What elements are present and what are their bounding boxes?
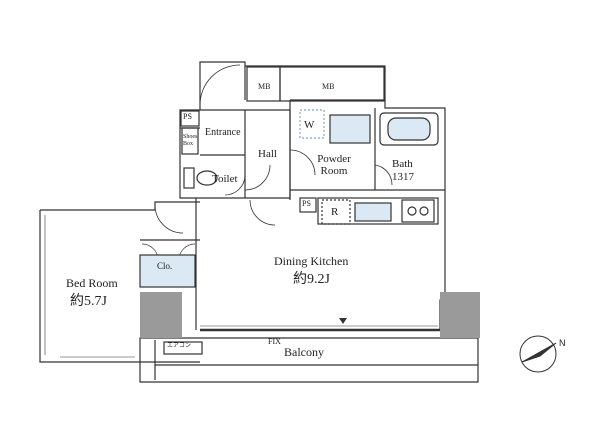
aircon-label: エアコン — [167, 343, 192, 349]
dk-door — [249, 199, 276, 226]
w-label: W — [304, 119, 315, 131]
fix-label: FIX — [268, 337, 281, 346]
pillar-right — [440, 292, 480, 338]
bath-door — [374, 164, 393, 186]
shoes-box — [181, 127, 199, 155]
ps-top-label: PS — [183, 112, 192, 121]
toilet-label: Toilet — [212, 173, 238, 185]
compass-north-label: N — [559, 338, 566, 348]
bath-size-label: 1317 — [392, 171, 414, 183]
outer-wall — [199, 61, 446, 331]
closet-label: Clo. — [157, 261, 173, 271]
balcony-outline — [139, 337, 479, 383]
bath-label: Bath — [392, 158, 413, 170]
powder-sink — [329, 114, 371, 144]
bathtub — [379, 112, 439, 146]
entrance-door — [199, 64, 241, 106]
marker-triangle — [339, 318, 347, 324]
fridge-space — [321, 199, 351, 225]
toilet-bowl — [196, 170, 218, 186]
ps-kitchen-box — [299, 197, 317, 213]
r-label: R — [331, 206, 339, 218]
balcony-label: Balcony — [284, 345, 324, 359]
entrance-label: Entrance — [205, 127, 241, 138]
hall-door — [244, 164, 271, 191]
ps-top-box — [180, 110, 200, 127]
hall-label: Hall — [258, 148, 277, 160]
closet-box — [139, 254, 196, 288]
kitchen-counter — [317, 197, 439, 225]
dining-kitchen-label: Dining Kitchen — [274, 254, 349, 268]
powder-door — [289, 149, 316, 176]
powder-room-label: Powder Room — [313, 153, 355, 177]
compass-rose — [519, 335, 557, 373]
stove — [401, 199, 435, 223]
mb-right-box — [279, 66, 385, 102]
ps-kitchen-label: PS — [302, 199, 311, 208]
powder-room-line1: Powder — [317, 153, 351, 165]
pillar-left — [140, 292, 182, 338]
aircon-box — [163, 341, 203, 355]
bedroom-door — [154, 204, 184, 234]
dining-kitchen-area: 約9.2J — [293, 272, 330, 287]
bed-room-area: 約5.7J — [70, 294, 107, 309]
mb-right-label: MB — [322, 82, 335, 91]
toilet-door — [224, 174, 246, 196]
powder-room-line2: Room — [320, 165, 348, 178]
bed-room-label: Bed Room — [66, 276, 118, 290]
shoes-box-label: Shoes Box — [183, 134, 198, 147]
mb-left-label: MB — [258, 82, 271, 91]
